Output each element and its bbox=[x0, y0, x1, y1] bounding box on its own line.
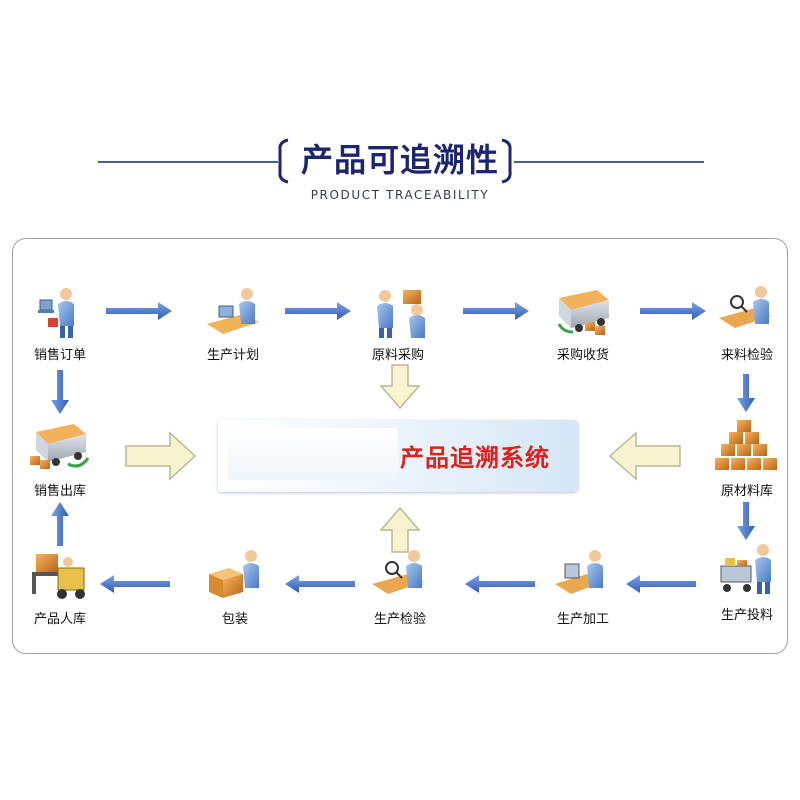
node-raw-material-purchase: 原料采购 bbox=[353, 284, 443, 363]
hollow-arrow-down-icon bbox=[379, 364, 421, 410]
node-label: 产品人库 bbox=[33, 612, 86, 627]
inspector-conveyor-icon bbox=[372, 550, 424, 594]
node-incoming-inspection: 来料检验 bbox=[702, 284, 792, 363]
title-divider-right bbox=[514, 161, 704, 163]
arrow-up-11 bbox=[51, 502, 69, 546]
arrow-down-6 bbox=[737, 502, 755, 540]
worker-machine-icon bbox=[555, 550, 603, 594]
node-product-warehousing: 产品人库 bbox=[15, 548, 105, 627]
arrow-right-1 bbox=[106, 302, 172, 320]
arrow-left-7 bbox=[626, 575, 696, 593]
node-label: 采购收货 bbox=[556, 348, 609, 363]
node-packaging: 包装 bbox=[190, 548, 280, 627]
page-subtitle: PRODUCT TRACEABILITY bbox=[310, 188, 490, 202]
title-bracket-left-icon bbox=[278, 138, 289, 184]
node-label: 销售出库 bbox=[33, 484, 86, 499]
node-label: 生产加工 bbox=[556, 612, 609, 627]
node-label: 生产计划 bbox=[206, 348, 259, 363]
delivery-truck-icon bbox=[557, 290, 609, 335]
hollow-arrow-right-icon bbox=[125, 431, 197, 481]
forklift-icon bbox=[32, 554, 85, 599]
title-bracket-right-icon bbox=[501, 138, 512, 184]
arrow-down-12 bbox=[51, 370, 69, 414]
inspector-conveyor-icon bbox=[719, 286, 771, 328]
arrow-right-4 bbox=[640, 302, 706, 320]
diagram-frame bbox=[12, 238, 788, 654]
node-production-processing: 生产加工 bbox=[538, 548, 628, 627]
page-title: 产品可追溯性 bbox=[300, 141, 499, 179]
node-label: 原材料库 bbox=[720, 484, 773, 499]
node-production-plan: 生产计划 bbox=[188, 284, 278, 363]
arrow-right-2 bbox=[285, 302, 351, 320]
arrow-left-8 bbox=[465, 575, 535, 593]
node-label: 生产投料 bbox=[720, 608, 773, 623]
delivery-truck-icon bbox=[30, 424, 90, 469]
buyer-box-icon bbox=[377, 290, 425, 338]
node-label: 生产检验 bbox=[373, 612, 426, 627]
node-label: 来料检验 bbox=[720, 348, 773, 363]
cart-worker-icon bbox=[720, 544, 771, 594]
node-label: 销售订单 bbox=[33, 348, 86, 363]
title-divider-left bbox=[98, 161, 278, 163]
person-computer-icon bbox=[38, 288, 74, 338]
node-production-feeding: 生产投料 bbox=[702, 540, 792, 623]
packer-box-icon bbox=[209, 550, 259, 598]
node-label: 包装 bbox=[221, 612, 248, 627]
node-label: 原料采购 bbox=[371, 348, 424, 363]
center-box-highlight bbox=[228, 428, 398, 480]
center-system-box: 产品追溯系统 bbox=[218, 420, 578, 492]
arrow-right-3 bbox=[463, 302, 529, 320]
node-production-inspection: 生产检验 bbox=[355, 548, 445, 627]
arrow-left-9 bbox=[285, 575, 355, 593]
planner-desk-icon bbox=[207, 288, 259, 334]
node-raw-material-warehouse: 原材料库 bbox=[702, 418, 792, 499]
arrow-down-5 bbox=[737, 374, 755, 412]
arrow-left-10 bbox=[100, 575, 170, 593]
hollow-arrow-left-icon bbox=[608, 431, 681, 481]
node-sales-order: 销售订单 bbox=[15, 284, 105, 363]
node-sales-outbound: 销售出库 bbox=[15, 418, 105, 499]
center-system-title: 产品追溯系统 bbox=[400, 444, 550, 472]
node-purchase-receiving: 采购收货 bbox=[538, 284, 628, 363]
stacked-boxes-icon bbox=[715, 420, 777, 470]
hollow-arrow-up-icon bbox=[379, 506, 421, 553]
